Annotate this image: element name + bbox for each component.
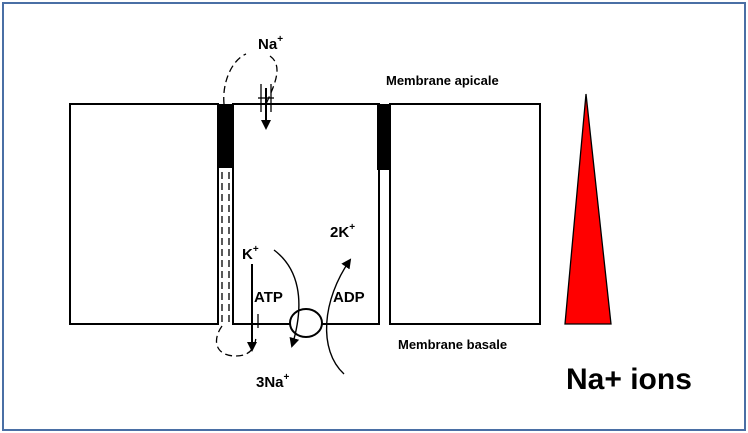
adp-label: ADP [333,289,365,306]
tight-junction-right [377,104,390,170]
na-top-label: Na+ [258,34,283,53]
tight-junction-left [217,104,234,168]
two-k-label: 2K+ [330,222,355,241]
na-ions-label: Na+ ions [566,363,692,396]
k-label: K+ [242,244,259,263]
cell-right [389,103,541,325]
na-dashed-loop [223,53,278,105]
na-gradient-triangle [564,93,612,325]
atp-label: ATP [254,289,283,306]
cell-middle [232,103,380,325]
cell-left [69,103,219,325]
membrane-basal-label: Membrane basale [398,337,507,352]
pump-arc-2k-in [325,258,352,375]
three-na-label: 3Na+ [256,372,290,391]
membrane-apical-label: Membrane apicale [386,73,499,88]
pump-arc-3na-out [273,249,300,348]
